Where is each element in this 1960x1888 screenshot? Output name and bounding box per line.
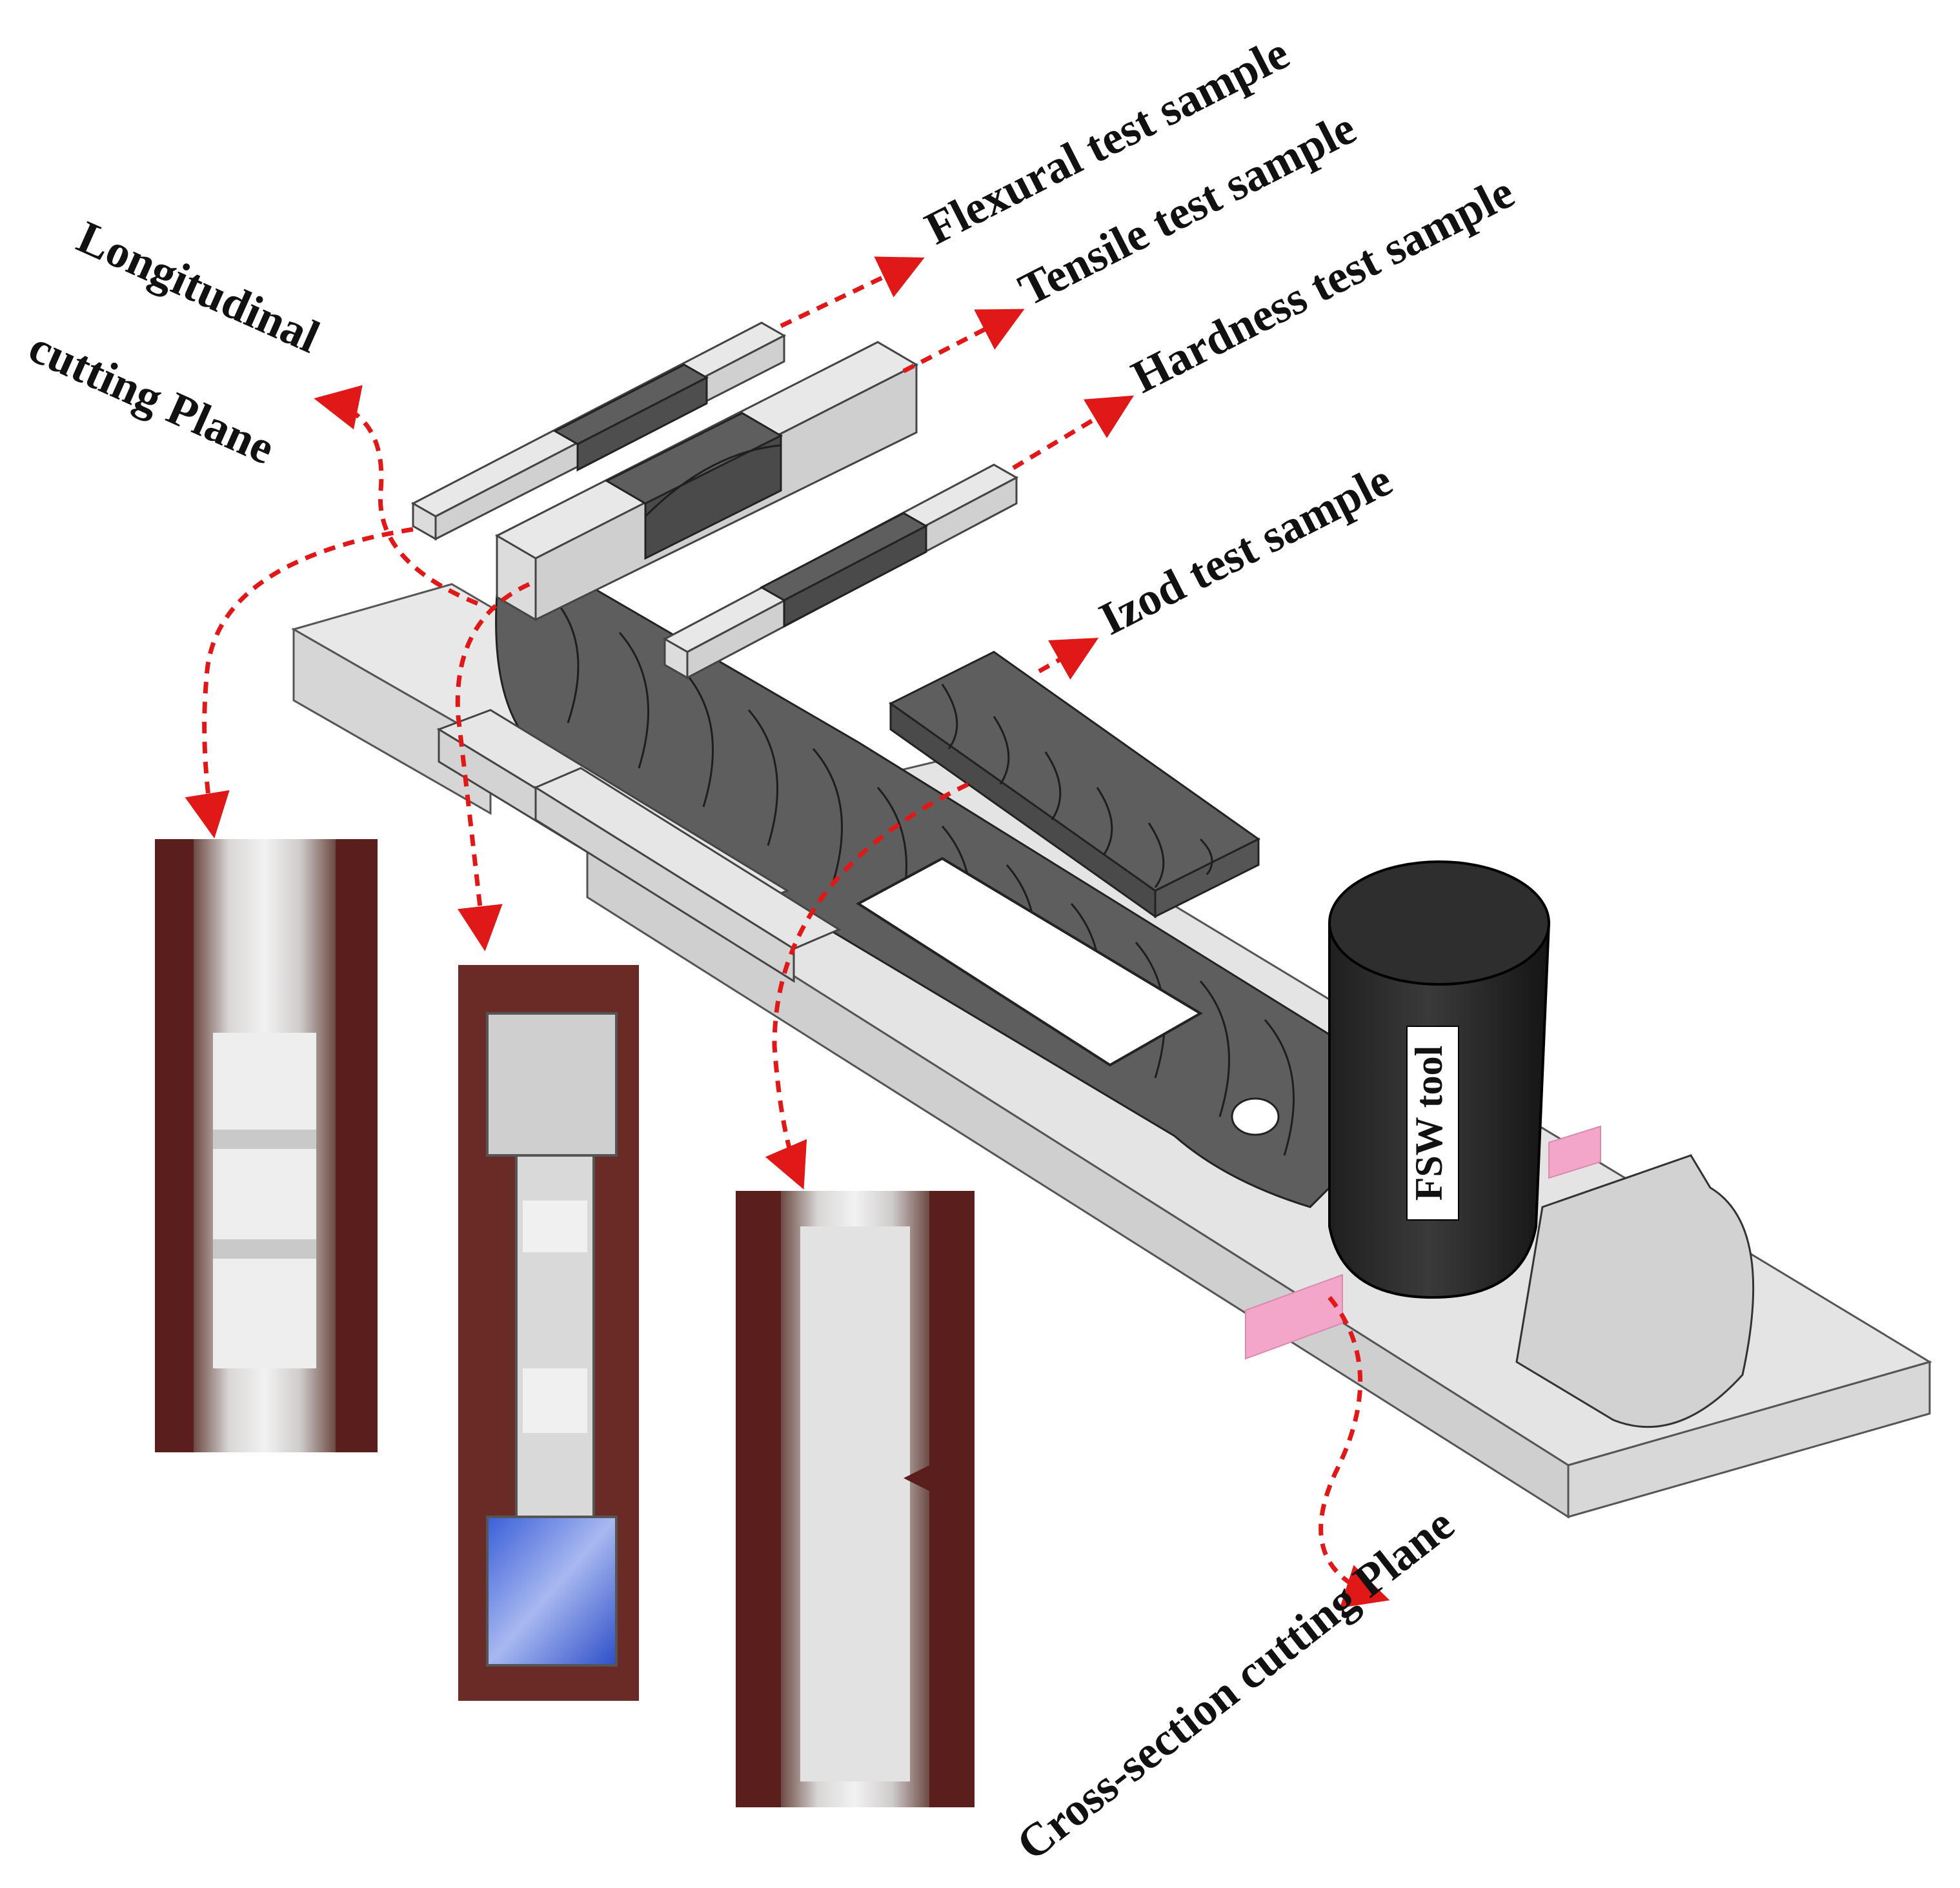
keyhole: [1231, 1097, 1280, 1136]
arrow-cross-section: [1318, 1295, 1390, 1609]
fsw-tool-label: FSW tool: [1408, 1046, 1450, 1201]
photo-longitudinal-cut: [155, 839, 378, 1452]
arrow-flexural: [780, 256, 925, 329]
flexural-sample: [410, 321, 787, 541]
leftover-strips: [436, 709, 842, 983]
photo-tensile-specimen: [458, 965, 639, 1701]
photo-izod-section: [736, 1191, 975, 1807]
fsw-tool: FSW tool: [1328, 860, 1551, 1299]
arrow-hardness: [1012, 395, 1135, 471]
arrow-izod: [1038, 638, 1099, 680]
label-longitudinal-line2: cutting Plane: [21, 321, 281, 474]
label-cross-section: Cross-section cutting Plane: [1007, 1498, 1464, 1871]
leader-arrows: [185, 256, 1390, 1609]
fsw-tool-label-box: [1406, 1026, 1459, 1221]
izod-sample: [889, 651, 1260, 919]
label-longitudinal-line1: Longitudinal: [70, 211, 327, 363]
arrow-to-photo-2: [455, 582, 530, 951]
arrow-longitudinal-plane: [314, 385, 479, 606]
cutout-window: [856, 857, 1203, 1067]
hardness-sample: [662, 463, 1019, 680]
label-izod: Izod test sample: [1091, 454, 1400, 645]
cross-section-cut-plane: [1245, 1125, 1601, 1360]
arrow-to-photo-3: [765, 782, 969, 1190]
arrow-to-photo-1: [185, 527, 414, 838]
arrow-tensile: [902, 309, 1025, 374]
tensile-sample: [494, 341, 919, 622]
